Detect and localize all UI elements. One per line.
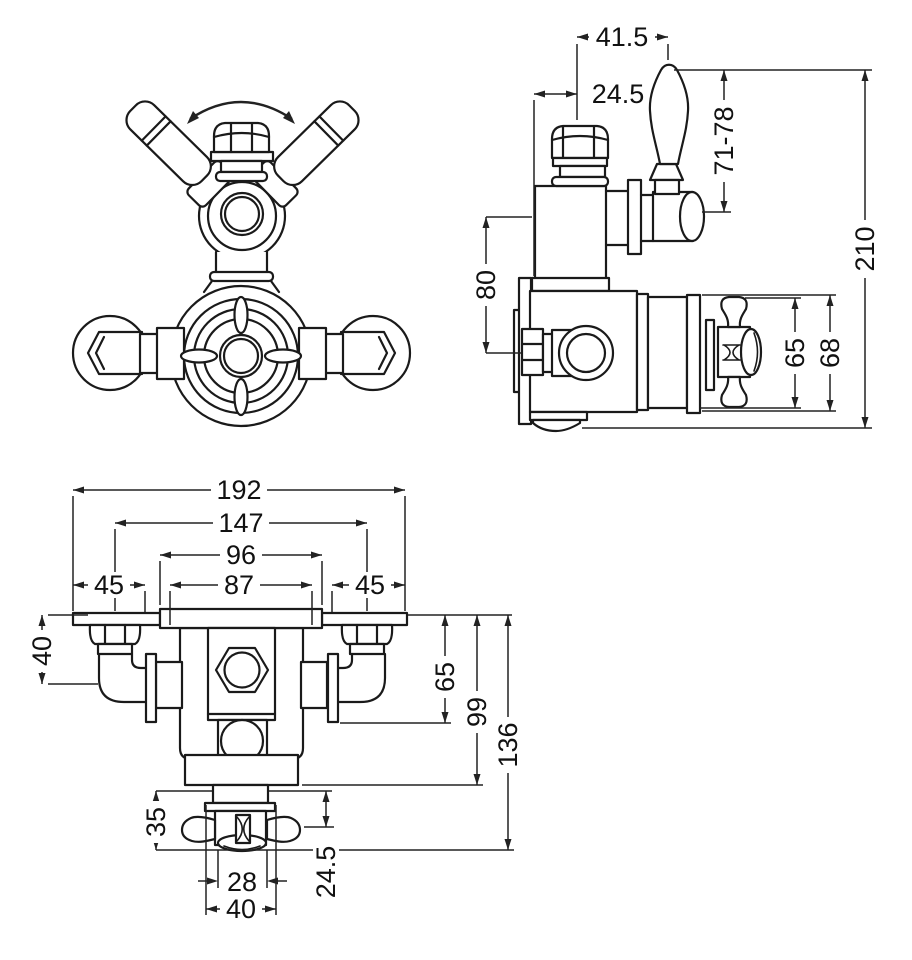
right-socket — [297, 326, 328, 381]
outlet-pipe — [604, 178, 706, 256]
dim-inlet-drop: 40 — [27, 614, 98, 685]
dim-right-offset: 45 — [331, 570, 405, 612]
dim-label-65-side: 65 — [780, 338, 810, 368]
top-hex-nut — [209, 121, 275, 183]
dim-left-offset: 45 — [73, 570, 146, 612]
lever-handle — [648, 63, 690, 196]
bottom-flange — [183, 753, 300, 787]
side-cross-handle — [716, 295, 763, 409]
stem-circle-inner — [223, 195, 261, 233]
dim-label-24-5-bottom: 24.5 — [311, 846, 341, 899]
bottom-left-inlet — [88, 623, 148, 704]
dim-label-40-bottom: 40 — [226, 894, 256, 924]
stem-circle — [219, 191, 265, 237]
front-view — [71, 100, 412, 428]
dim-handle-centre-offset: 24.5 — [304, 791, 341, 905]
dim-label-192: 192 — [216, 475, 261, 505]
side-inlet — [520, 324, 615, 382]
left-socket — [155, 326, 186, 381]
hub-outer — [218, 333, 264, 379]
dim-handle-height: 35 — [141, 791, 171, 850]
bottom-cross-handle — [180, 809, 302, 853]
right-pipe — [323, 332, 345, 375]
left-pipe — [138, 332, 160, 375]
foot — [531, 418, 582, 433]
dim-overall-height: 210 — [582, 70, 880, 429]
rotation-arrow-icon — [187, 100, 295, 124]
dim-lever-height: 71-78 — [674, 69, 872, 213]
dim-depth-mid: 65 — [340, 615, 460, 724]
side-top-hex — [550, 124, 610, 188]
dim-label-45-left: 45 — [94, 570, 124, 600]
dim-depth-body: 99 — [302, 615, 492, 786]
left-boss — [154, 660, 184, 710]
dim-label-45-right: 45 — [355, 570, 385, 600]
dim-plate-width: 96 — [159, 540, 323, 605]
dim-hub-width: 28 — [198, 850, 287, 897]
dim-label-210: 210 — [850, 226, 880, 271]
mounting-plate — [158, 607, 324, 630]
neck — [202, 250, 281, 294]
right-ring — [326, 652, 340, 724]
dim-inlet-centres: 147 — [114, 508, 368, 611]
dim-flange-height: 68 — [702, 294, 845, 412]
bottom-view-dimensions: 192 147 96 87 45 — [27, 475, 523, 924]
dim-label-28: 28 — [227, 867, 257, 897]
bottom-view — [71, 607, 409, 853]
dim-label-147: 147 — [218, 508, 263, 538]
right-union-nut — [339, 330, 397, 376]
cartridge-block — [206, 626, 277, 722]
dim-outlet-to-inlet: 80 — [471, 216, 532, 354]
cross-petals — [179, 295, 303, 417]
dim-overall-width: 192 — [72, 475, 406, 611]
bar-right — [320, 611, 409, 627]
bottom-right-inlet — [336, 623, 394, 704]
dim-label-136: 136 — [493, 722, 523, 767]
body-skirt — [528, 410, 589, 422]
dim-label-40-left: 40 — [27, 636, 57, 666]
dim-body-width: 87 — [169, 570, 313, 625]
column-collar — [530, 276, 611, 293]
dim-handle-offset: 41.5 — [576, 22, 669, 120]
right-boss — [299, 660, 329, 710]
left-ring — [144, 652, 158, 724]
dim-label-24-5-side: 24.5 — [592, 79, 645, 109]
side-view — [512, 63, 763, 433]
dim-label-96: 96 — [226, 540, 256, 570]
dim-label-35: 35 — [141, 807, 171, 837]
dim-label-99: 99 — [462, 697, 492, 727]
hub-inner — [222, 337, 260, 375]
left-union-nut — [86, 330, 144, 376]
handle-flange — [203, 801, 277, 813]
dim-label-65-bottom: 65 — [430, 662, 460, 692]
dim-label-71-78: 71-78 — [709, 106, 739, 175]
side-view-dimensions: 41.5 24.5 71-78 210 80 — [471, 22, 880, 429]
diverter-column — [533, 184, 608, 282]
side-cartridge — [635, 292, 716, 415]
dim-label-87: 87 — [224, 570, 254, 600]
dim-depth-overall: 136 — [156, 615, 523, 851]
dim-flange-width: 40 — [205, 805, 277, 924]
dim-wall-to-centre: 24.5 — [533, 79, 645, 276]
dim-label-68: 68 — [815, 338, 845, 368]
dim-label-80: 80 — [471, 270, 501, 300]
handle-stem — [211, 783, 270, 805]
dim-cartridge-height: 65 — [700, 297, 810, 409]
dim-label-41-5: 41.5 — [596, 22, 649, 52]
